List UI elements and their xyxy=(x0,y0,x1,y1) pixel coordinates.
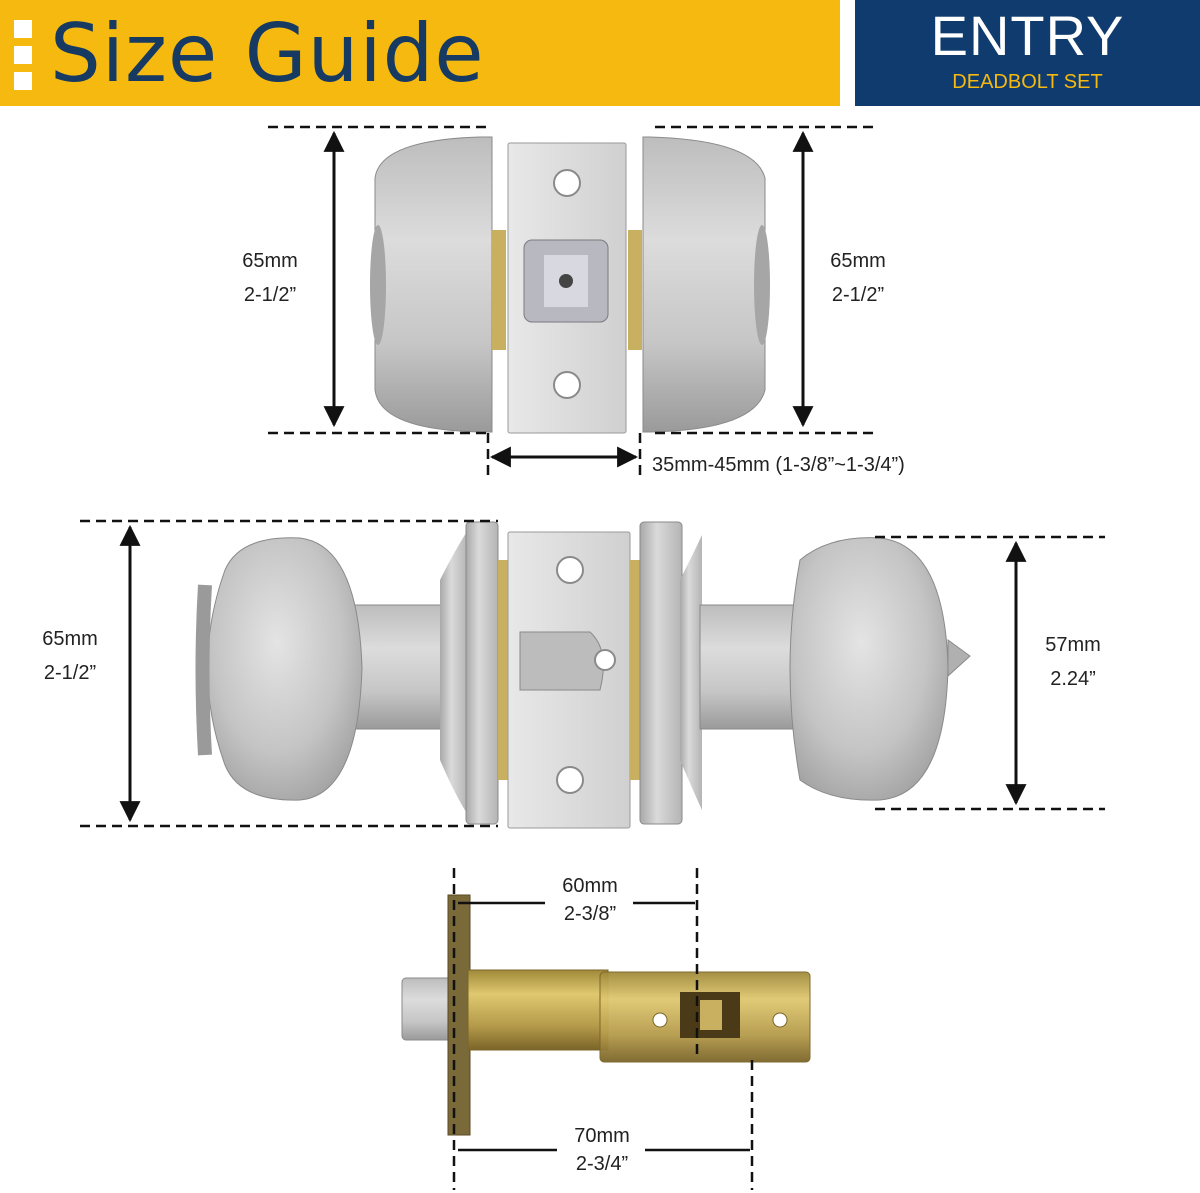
deadbolt-arrows xyxy=(323,130,814,468)
badge-title: ENTRY xyxy=(930,4,1125,67)
decor-dots-icon xyxy=(14,20,36,90)
deadbolt-right-in: 2-1/2” xyxy=(831,284,885,306)
knob-left-in: 2-1/2” xyxy=(43,662,97,684)
door-thickness-label: 35mm-45mm (1-3/8”~1-3/4”) xyxy=(652,454,905,476)
deadbolt-left-in: 2-1/2” xyxy=(243,284,297,306)
deadbolt-left-mm: 65mm xyxy=(242,250,298,272)
knob-left-height: 65mm 2-1/2” xyxy=(5,622,135,690)
deadbolt-right-height: 65mm 2-1/2” xyxy=(793,244,923,312)
knob-right-mm: 57mm xyxy=(1045,634,1101,656)
latch-70-in: 2-3/4” xyxy=(575,1153,629,1175)
latch-backset-70: 70mm 2-3/4” xyxy=(532,1122,672,1178)
header-banner: Size Guide xyxy=(0,0,840,106)
latch-60-mm: 60mm xyxy=(562,875,618,897)
latch-guide-lines xyxy=(452,868,754,1190)
deadbolt-guide-lines xyxy=(268,125,875,480)
deadbolt-left-height: 65mm 2-1/2” xyxy=(205,244,335,312)
knob-arrows xyxy=(119,524,1027,823)
latch-60-in: 2-3/8” xyxy=(563,903,617,925)
latch-backset-60: 60mm 2-3/8” xyxy=(520,872,660,928)
latch-70-mm: 70mm xyxy=(574,1125,630,1147)
badge-subtitle: DEADBOLT SET xyxy=(952,71,1103,93)
deadbolt-right-mm: 65mm xyxy=(830,250,886,272)
knob-right-height: 57mm 2.24” xyxy=(1008,628,1138,696)
knob-illustration xyxy=(195,521,971,829)
latch-illustration xyxy=(401,894,811,1136)
product-badge: ENTRY DEADBOLT SET xyxy=(855,0,1200,106)
deadbolt-illustration xyxy=(370,136,770,434)
page-title: Size Guide xyxy=(50,7,485,100)
knob-right-in: 2.24” xyxy=(1050,668,1096,690)
knob-guide-lines xyxy=(80,519,1105,828)
knob-left-mm: 65mm xyxy=(42,628,98,650)
latch-measure-lines xyxy=(458,901,750,1152)
